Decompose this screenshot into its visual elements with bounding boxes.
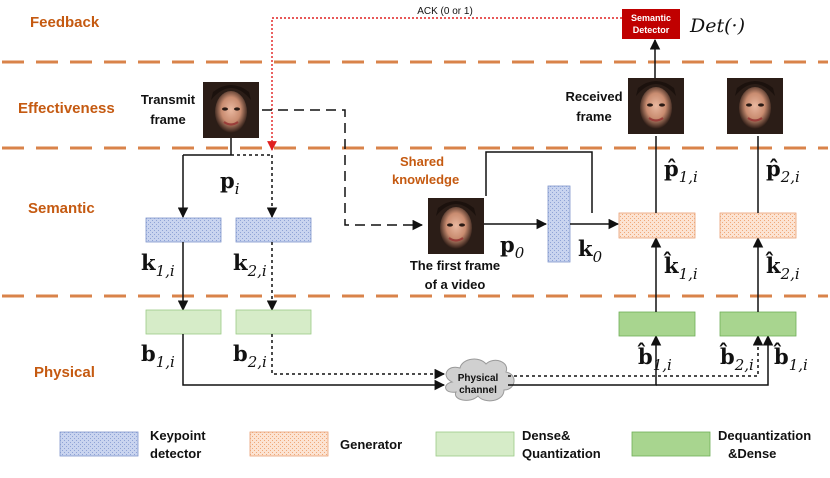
dequantization-dense-2	[719, 311, 797, 337]
semantic-detector-label-2: Detector	[633, 25, 670, 35]
b-1-i-symbol: b1,i	[141, 341, 175, 371]
physical-channel-label-2: channel	[459, 385, 497, 396]
keypoint-detector-1	[145, 217, 222, 243]
received-frame-image-1	[626, 76, 686, 136]
legend-dequant-label-2: &Dense	[728, 446, 776, 461]
layer-separators	[2, 60, 828, 298]
layer-label-semantic: Semantic	[28, 200, 95, 217]
b1-to-channel	[182, 334, 446, 391]
legend-swatch-dense	[435, 431, 515, 457]
transmit-label-2: frame	[150, 112, 185, 127]
transmit-label-1: Transmit	[141, 92, 196, 107]
legend-keypoint-label-1: Keypoint	[150, 428, 206, 443]
b-hat-1-i-symbol: b̂1,i	[637, 343, 672, 374]
layer-label-effectiveness: Effectiveness	[18, 100, 115, 117]
first-frame-image	[426, 196, 486, 256]
shared-knowledge-label-1: Shared	[400, 154, 444, 169]
first-frame-label-1: The first frame	[410, 258, 500, 273]
b-hat-2-i-symbol: b̂2,i	[719, 343, 754, 374]
generator-2	[719, 212, 797, 239]
det-function-label: Det(·)	[689, 15, 745, 37]
legend-dense-label-1: Dense&	[522, 428, 570, 443]
shared-knowledge-line	[485, 151, 593, 213]
transmit-frame-image	[201, 80, 261, 140]
legend-generator-label: Generator	[340, 437, 402, 452]
channel-to-receivers	[508, 334, 774, 386]
ack-feedback-line	[267, 17, 622, 151]
b2-to-channel	[271, 334, 446, 380]
layer-label-physical: Physical	[34, 364, 95, 381]
legend-dequant-label-1: Dequantization	[718, 428, 811, 443]
legend-swatch-generator	[249, 431, 329, 457]
transmit-split-lines	[177, 138, 278, 219]
physical-channel-label-1: Physical	[458, 373, 499, 384]
legend-keypoint-label-2: detector	[150, 446, 201, 461]
p-hat-2-i-symbol: p̂2,i	[766, 156, 800, 186]
first-frame-label-2: of a video	[425, 277, 486, 292]
dense-quantization-1	[145, 309, 222, 335]
k-hat-1-i-symbol: k̂1,i	[663, 252, 698, 283]
keypoint-detector-reference	[547, 185, 571, 263]
semantic-detector: Semantic Detector	[622, 9, 680, 39]
k-1-i-symbol: k1,i	[141, 250, 175, 280]
dequantization-dense-1	[618, 311, 696, 337]
legend-swatch-dequantization	[631, 431, 711, 457]
legend: Keypoint detector Generator Dense& Quant…	[59, 428, 811, 461]
legend-swatch-keypoint	[59, 431, 139, 457]
generator-1	[618, 212, 696, 239]
k-hat-2-i-symbol: k̂2,i	[765, 252, 800, 283]
keypoint-detector-2	[235, 217, 312, 243]
received-label-2: frame	[576, 109, 611, 124]
p-hat-1-i-symbol: p̂1,i	[664, 156, 698, 186]
p-0-symbol: p0	[500, 232, 525, 262]
physical-channel-cloud: Physical channel	[445, 358, 515, 402]
first-frame-dashed-path	[262, 109, 424, 231]
k-2-i-symbol: k2,i	[233, 250, 267, 280]
ack-label: ACK (0 or 1)	[417, 6, 473, 17]
k-0-symbol: k0	[578, 236, 603, 266]
layer-label-feedback: Feedback	[30, 14, 100, 31]
dense-quantization-2	[235, 309, 312, 335]
b-2-i-symbol: b2,i	[233, 341, 267, 371]
p-i-symbol: pi	[220, 168, 240, 198]
received-label-1: Received	[565, 89, 622, 104]
semantic-detector-label-1: Semantic	[631, 13, 671, 23]
shared-knowledge-label-2: knowledge	[392, 172, 459, 187]
received-frame-image-2	[725, 76, 785, 136]
b-hat-1-i-second-symbol: b̂1,i	[773, 343, 808, 374]
legend-dense-label-2: Quantization	[522, 446, 601, 461]
